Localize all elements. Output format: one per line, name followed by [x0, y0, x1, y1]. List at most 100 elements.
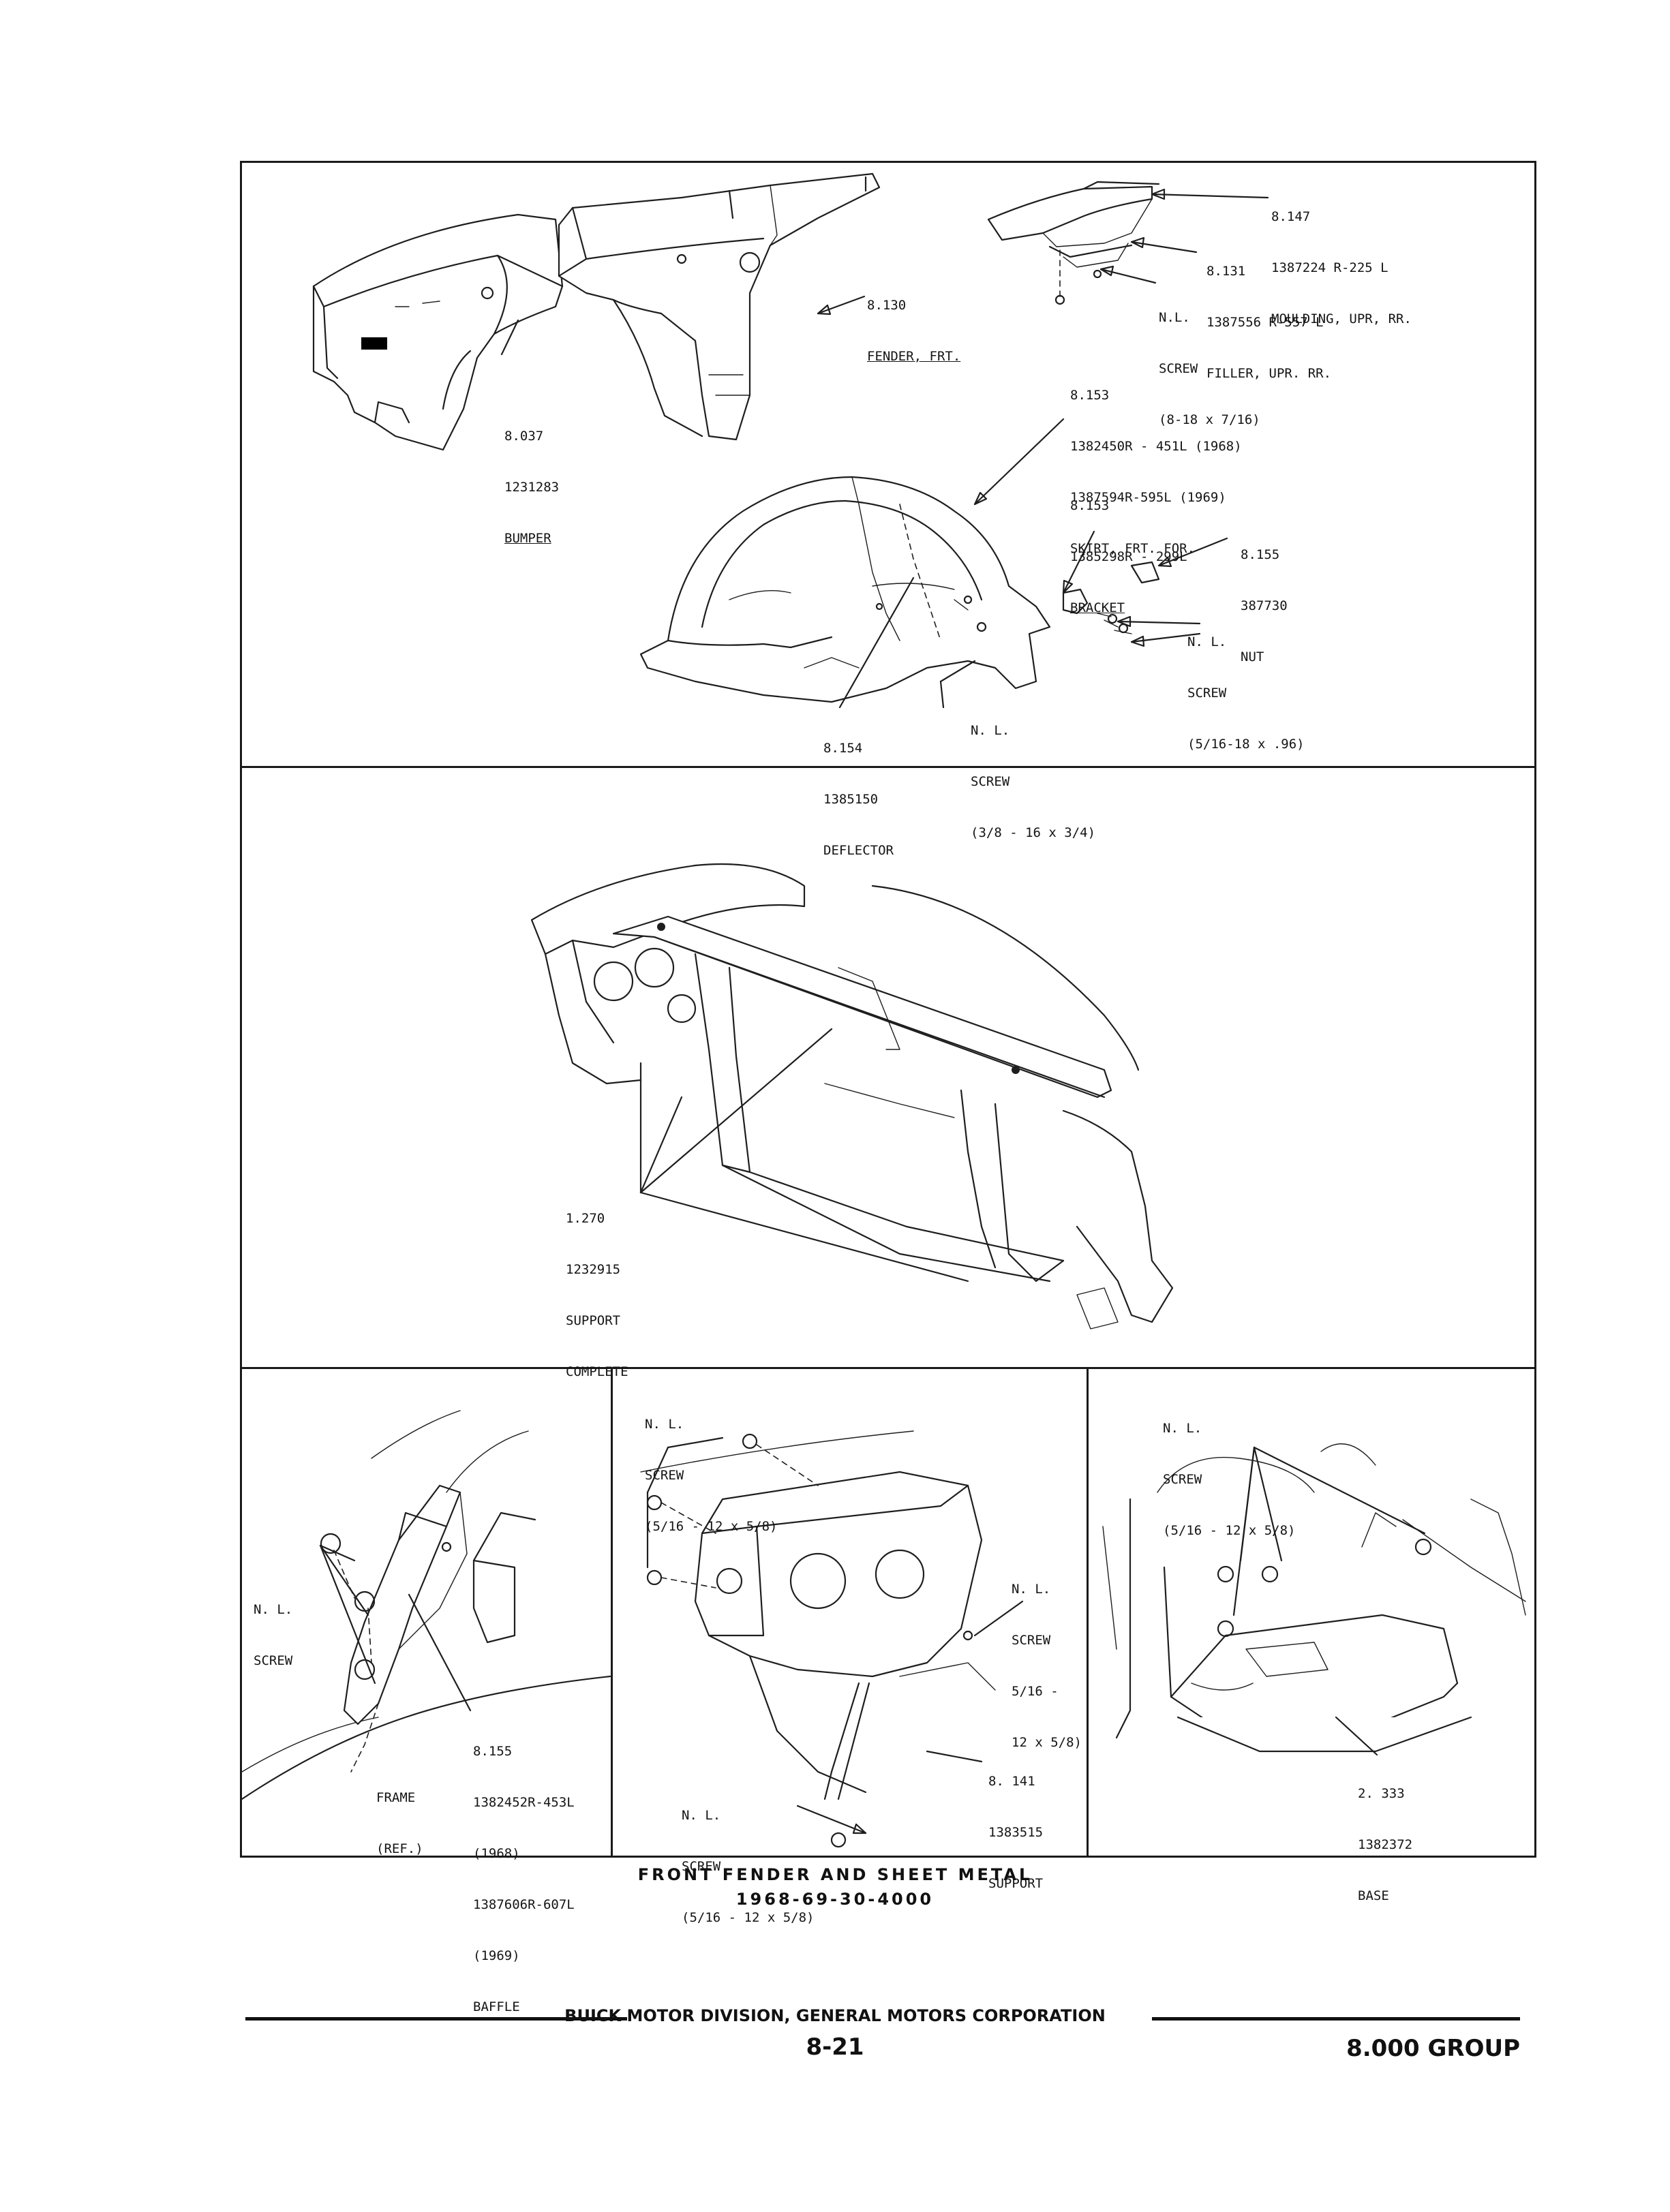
- baffle-year-1968: (1968): [473, 1846, 520, 1861]
- skirt-number: 8.153: [1070, 388, 1110, 403]
- baffle-year-1969: (1969): [473, 1948, 520, 1963]
- screw-bc-top-size: (5/16 - 12 x 5/8): [645, 1519, 778, 1534]
- screw-deflector-nl: N. L.: [971, 723, 1010, 738]
- footer-rule-right: [1152, 2017, 1520, 2021]
- fender-drawing: [558, 172, 881, 441]
- footer-organization: BUICK MOTOR DIVISION, GENERAL MOTORS COR…: [564, 2006, 1106, 2025]
- base-number: 2. 333: [1358, 1786, 1405, 1801]
- screw-bc-right-label: N. L. SCREW 5/16 - 12 x 5/8): [1012, 1547, 1082, 1768]
- baffle-part-1969: 1387606R-607L: [473, 1897, 575, 1912]
- bracket-nut-drawing: [1062, 561, 1160, 634]
- panel-divider-right: [1087, 1367, 1089, 1858]
- screw-bc-right-type: SCREW: [1012, 1633, 1051, 1648]
- screw-bc-top-nl: N. L.: [645, 1417, 684, 1432]
- support-complete-name: SUPPORT: [566, 1313, 621, 1328]
- footer-group: 8.000 GROUP: [1346, 2035, 1520, 2062]
- deflector-label: 8.154 1385150 DEFLECTOR: [823, 706, 894, 876]
- bumper-name: BUMPER: [504, 531, 551, 546]
- screw-bracket-type: SCREW: [1187, 686, 1227, 701]
- skirt-part-1968: 1382450R - 451L (1968): [1070, 439, 1242, 454]
- diagram-frame: [240, 161, 1536, 1858]
- screw-br-size: (5/16 - 12 x 5/8): [1163, 1523, 1296, 1538]
- screw-bc-bottom-nl: N. L.: [682, 1808, 721, 1823]
- bracket-label: 8.153 1385298R - 299L BRACKET: [1070, 463, 1187, 634]
- moulding-label: 8.147 1387224 R-225 L MOULDING, UPR, RR.: [1271, 174, 1412, 345]
- support-complete-number: 1.270: [566, 1211, 605, 1226]
- filler-part: 1387556 R-557 L: [1206, 315, 1324, 330]
- skirt-drawing: [639, 476, 1051, 703]
- screw-bl-label: N. L. SCREW: [254, 1567, 292, 1687]
- base-label: 2. 333 1382372 BASE: [1358, 1751, 1412, 1922]
- baffle-number: 8.155: [473, 1744, 513, 1759]
- bumper-part: 1231283: [504, 480, 560, 495]
- frame-name: FRAME: [376, 1790, 416, 1805]
- deflector-part: 1385150: [823, 792, 879, 807]
- screw-filler-nl: N.L.: [1159, 310, 1190, 325]
- screw-bracket-label: N. L. SCREW (5/16-18 x .96): [1187, 600, 1305, 770]
- screw-bc-top-type: SCREW: [645, 1468, 684, 1483]
- figure-caption-title: FRONT FENDER AND SHEET METAL: [637, 1865, 1033, 1884]
- battery-base-drawing: [1102, 1443, 1526, 1753]
- skirt-label: 8.153 1382450R - 451L (1968) 1387594R-59…: [1070, 353, 1242, 574]
- screw-deflector-type: SCREW: [971, 774, 1010, 789]
- moulding-part: 1387224 R-225 L: [1271, 260, 1388, 275]
- screw-bracket-nl: N. L.: [1187, 634, 1227, 649]
- support-bc-name: SUPPORT: [988, 1876, 1044, 1891]
- screw-bracket-size: (5/16-18 x .96): [1187, 737, 1305, 752]
- nut-number: 8.155: [1241, 547, 1280, 562]
- radiator-support-drawing: [530, 863, 1174, 1330]
- baffle-label: 8.155 1382452R-453L (1968) 1387606R-607L…: [473, 1709, 575, 2033]
- screw-deflector-size: (3/8 - 16 x 3/4): [971, 825, 1096, 840]
- screw-bc-bottom-size: (5/16 - 12 x 5/8): [682, 1910, 815, 1925]
- screw-deflector-label: N. L. SCREW (3/8 - 16 x 3/4): [971, 688, 1095, 859]
- support-bc-number: 8. 141: [988, 1774, 1035, 1789]
- screw-br-type: SCREW: [1163, 1472, 1202, 1487]
- screw-bc-bottom-label: N. L. SCREW (5/16 - 12 x 5/8): [682, 1773, 814, 1944]
- fender-label: 8.130 FENDER, FRT.: [867, 263, 960, 382]
- base-part: 1382372: [1358, 1837, 1413, 1852]
- skirt-name: SKIRT, FRT. FOR.: [1070, 541, 1196, 556]
- figure-caption-code: 1968-69-30-4000: [735, 1890, 935, 1909]
- deflector-name: DEFLECTOR: [823, 843, 894, 858]
- panel-divider-left: [611, 1367, 613, 1858]
- skirt-part-1969: 1387594R-595L (1969): [1070, 490, 1226, 505]
- bracket-part: 1385298R - 299L: [1070, 549, 1187, 564]
- screw-bc-right-size-1: 5/16 -: [1012, 1684, 1059, 1699]
- moulding-number: 8.147: [1271, 209, 1311, 224]
- footer-rule-left: [245, 2017, 627, 2021]
- frame-ref: (REF.): [376, 1841, 423, 1856]
- baffle-part-1968: 1382452R-453L: [473, 1795, 575, 1810]
- support-bc-label: 8. 141 1383515 SUPPORT: [988, 1739, 1043, 1909]
- moulding-name: MOULDING, UPR, RR.: [1271, 311, 1412, 326]
- nut-part: 387730: [1241, 598, 1288, 613]
- filler-label: 8.131 1387556 R-557 L FILLER, UPR. RR.: [1206, 229, 1331, 399]
- filler-number: 8.131: [1206, 264, 1246, 279]
- fender-name: FENDER, FRT.: [867, 349, 961, 364]
- screw-bc-right-nl: N. L.: [1012, 1582, 1051, 1597]
- screw-bc-bottom-type: SCREW: [682, 1859, 721, 1874]
- nut-label: 8.155 387730 NUT: [1241, 512, 1288, 683]
- support-complete-part: 1232915: [566, 1262, 621, 1277]
- screw-filler-size: (8-18 x 7/16): [1159, 412, 1260, 427]
- screw-filler-label: N.L. SCREW (8-18 x 7/16): [1159, 275, 1260, 446]
- screw-bc-top-label: N. L. SCREW (5/16 - 12 x 5/8): [645, 1382, 777, 1552]
- footer-page-number: 8-21: [806, 2033, 864, 2061]
- fender-number: 8.130: [867, 298, 907, 313]
- filler-name: FILLER, UPR. RR.: [1206, 366, 1332, 381]
- panel-divider-top: [240, 766, 1536, 768]
- support-complete-label: 1.270 1232915 SUPPORT COMPLETE: [566, 1176, 628, 1398]
- bumper-drawing: [312, 213, 564, 451]
- screw-filler-type: SCREW: [1159, 361, 1198, 376]
- support-bracket-drawing: [640, 1430, 996, 1848]
- bracket-number: 8.153: [1070, 498, 1110, 513]
- nut-name: NUT: [1241, 649, 1264, 664]
- deflector-number: 8.154: [823, 741, 863, 756]
- screw-bl-type: SCREW: [254, 1653, 293, 1668]
- bracket-name: BRACKET: [1070, 600, 1125, 615]
- screw-bl-nl: N. L.: [254, 1602, 293, 1617]
- support-complete-name-2: COMPLETE: [566, 1364, 628, 1379]
- frame-label: FRAME (REF.): [376, 1755, 423, 1875]
- baffle-name: BAFFLE: [473, 1999, 520, 2014]
- screw-br-label: N. L. SCREW (5/16 - 12 x 5/8): [1163, 1386, 1295, 1556]
